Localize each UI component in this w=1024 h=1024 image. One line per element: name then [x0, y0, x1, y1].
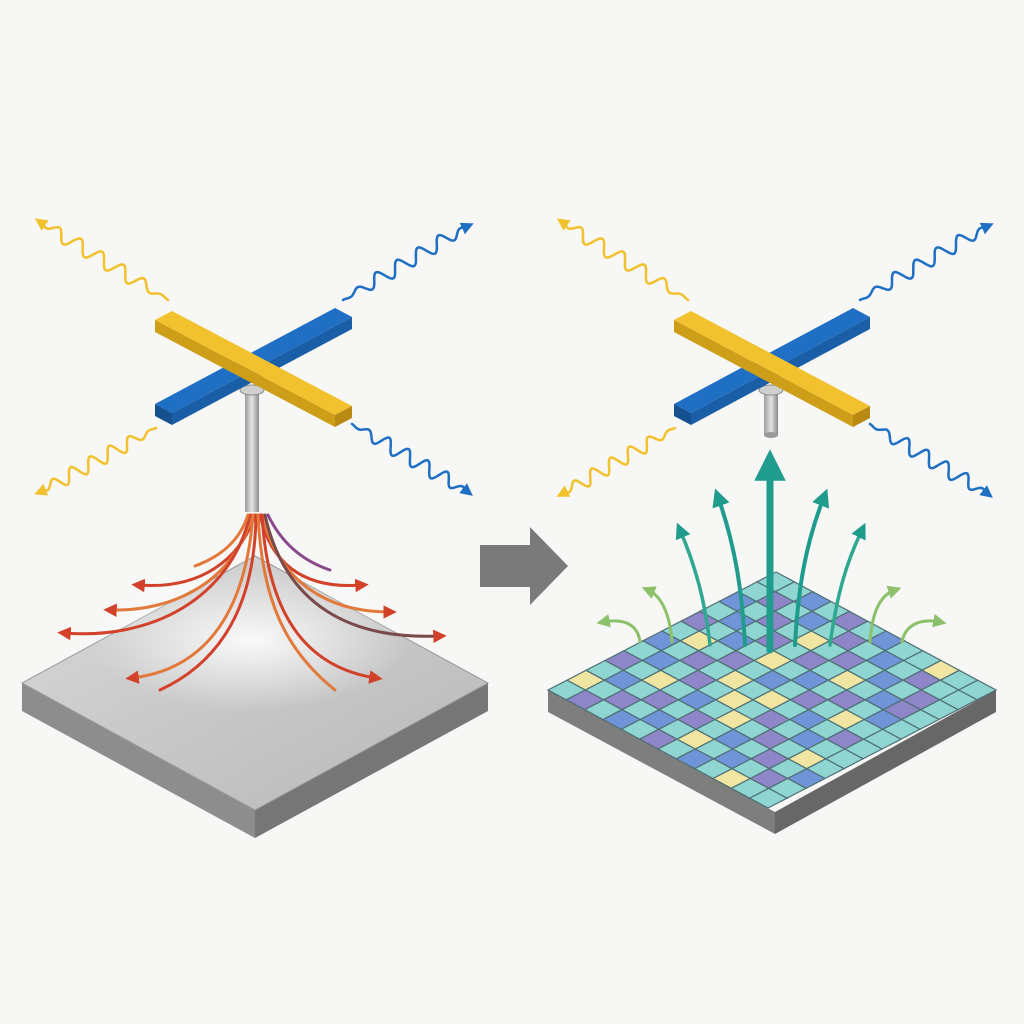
blue-wave-upper-right [860, 226, 988, 300]
yellow-wave-lower-left [40, 428, 156, 492]
heat-arrow [268, 515, 330, 570]
left-panel [22, 222, 488, 838]
blue-wave-upper-right [343, 226, 468, 300]
flow-arrow [603, 621, 640, 642]
yellow-wave-upper-left [40, 222, 168, 300]
support-rod-short [759, 385, 783, 438]
right-panel [548, 222, 996, 834]
blue-wave-lower-right [870, 424, 988, 494]
yellow-wave-lower-left [562, 428, 675, 494]
heat-arrow [195, 515, 248, 566]
yellow-wave-upper-left [562, 222, 688, 300]
right-arrow-icon [480, 527, 568, 605]
blue-wave-lower-right [352, 424, 468, 492]
metal-plate [22, 556, 488, 838]
support-rod [240, 385, 264, 512]
directed-flow-arrows [603, 465, 940, 650]
flow-arrow [902, 621, 940, 642]
